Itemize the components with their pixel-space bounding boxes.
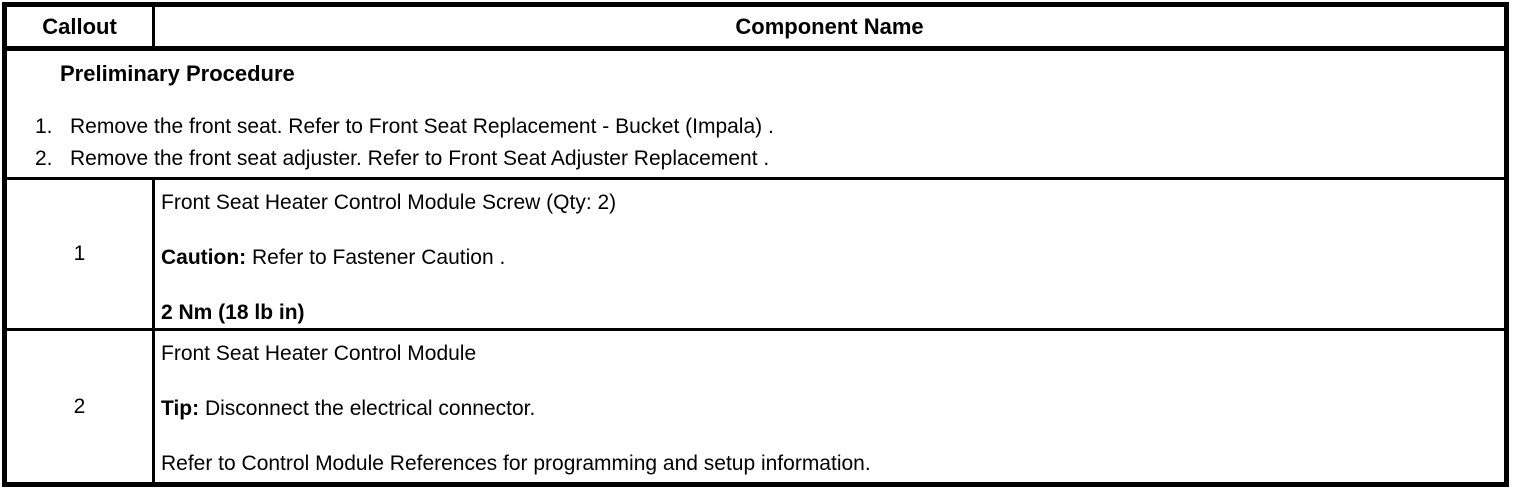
preliminary-step-1: 1. Remove the front seat. Refer to Front… — [7, 111, 1504, 143]
component-name-cell: Front Seat Heater Control Module Tip: Di… — [155, 331, 1504, 482]
callout-number: 1 — [7, 180, 155, 328]
tip-label: Tip: — [161, 397, 200, 420]
table-row-1: 1 Front Seat Heater Control Module Screw… — [7, 180, 1504, 331]
preliminary-step-2: 2. Remove the front seat adjuster. Refer… — [7, 143, 1504, 175]
caution-label: Caution: — [161, 246, 247, 269]
step-number: 1. — [35, 115, 53, 138]
torque-spec: 2 Nm (18 lb in) — [161, 301, 305, 324]
component-tip-note: Tip: Disconnect the electrical connector… — [161, 398, 1494, 420]
header-callout-cell: Callout — [7, 7, 155, 46]
tip-text: Disconnect the electrical connector. — [204, 397, 536, 420]
preliminary-procedure-title: Preliminary Procedure — [60, 61, 295, 86]
module-reference-note: Refer to Control Module References for p… — [161, 452, 871, 475]
component-caution-note: Caution: Refer to Fastener Caution . — [161, 247, 1494, 269]
step-number: 2. — [35, 147, 53, 170]
step-text: Remove the front seat. Refer to Front Se… — [70, 115, 774, 138]
component-name-cell: Front Seat Heater Control Module Screw (… — [155, 180, 1504, 328]
step-text: Remove the front seat adjuster. Refer to… — [70, 147, 770, 170]
callout-number: 2 — [7, 331, 155, 482]
header-component-name-cell: Component Name — [735, 13, 924, 39]
table-header-row: Callout Component Name — [7, 7, 1504, 51]
caution-text: Refer to Fastener Caution . — [252, 246, 506, 269]
table-row-2: 2 Front Seat Heater Control Module Tip: … — [7, 331, 1504, 482]
preliminary-procedure-section: Preliminary Procedure 1. Remove the fron… — [7, 51, 1504, 180]
component-title: Front Seat Heater Control Module Screw (… — [161, 191, 617, 214]
component-title: Front Seat Heater Control Module — [161, 342, 477, 365]
